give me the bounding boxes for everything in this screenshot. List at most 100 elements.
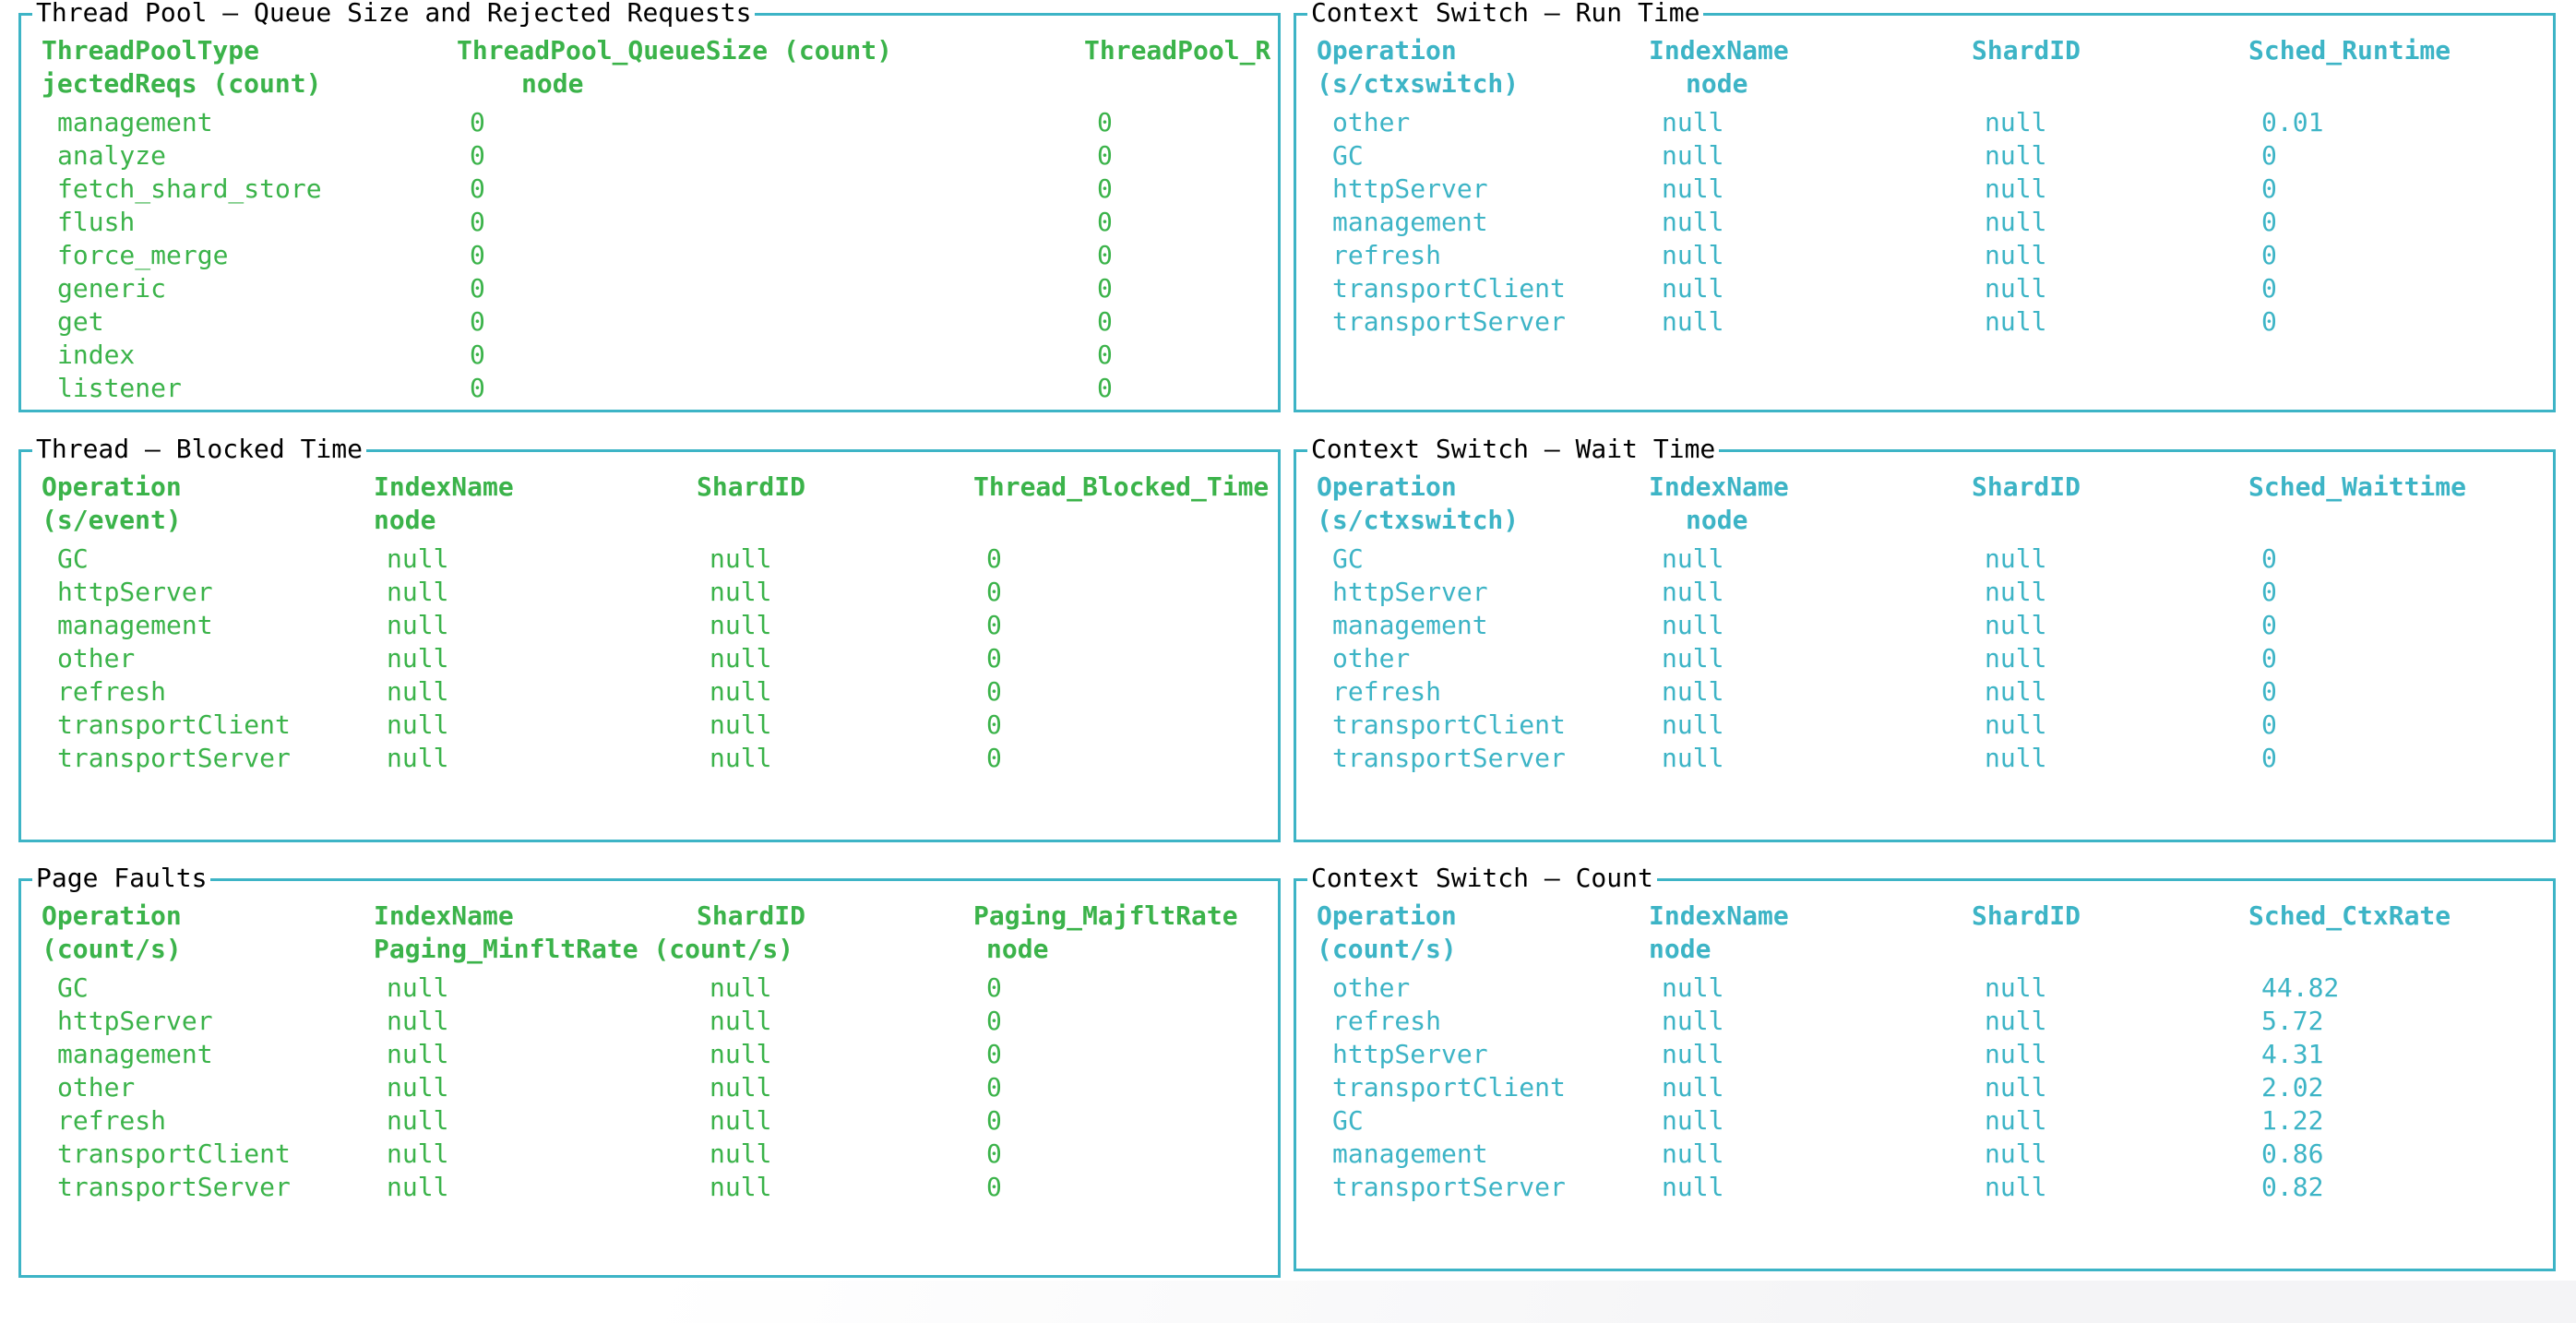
cell-operation: management xyxy=(1332,1138,1488,1169)
table-row: analyze 0 0 xyxy=(42,139,1270,173)
table-header-row: ThreadPoolType ThreadPool_QueueSize (cou… xyxy=(42,34,1270,67)
cell-shardid: null xyxy=(1985,140,2047,171)
cell-indexname: null xyxy=(387,743,449,773)
cell-operation: management xyxy=(1332,207,1488,237)
cell-majflt-rate: 0 xyxy=(986,1172,1002,1202)
cell-operation: other xyxy=(1332,643,1411,673)
cell-sched-waittime: 0 xyxy=(2261,743,2277,773)
col-header-rejectedreqs-1: ThreadPool_Re xyxy=(1084,35,1270,66)
col-header-operation-unit: (s/ctxswitch) xyxy=(1317,505,1520,535)
table-header-row: (s/event) node xyxy=(42,504,1270,537)
cell-shardid: null xyxy=(1985,577,2047,607)
cell-operation: transportServer xyxy=(57,1172,291,1202)
cell-rejected-reqs: 0 xyxy=(1097,340,1113,370)
cell-operation: httpServer xyxy=(1332,173,1488,204)
cell-threadpool-type: generic xyxy=(57,273,167,304)
cell-shardid: null xyxy=(710,1039,772,1069)
panel-thread-pool-queue: Thread Pool — Queue Size and Rejected Re… xyxy=(18,0,1281,412)
cell-indexname: null xyxy=(387,709,449,740)
cell-indexname: null xyxy=(1662,643,1724,673)
table-row: management null null 0 xyxy=(1317,609,2546,642)
col-header-shardid: ShardID xyxy=(697,471,806,502)
cell-majflt-rate: 0 xyxy=(986,1105,1002,1136)
col-header-sched-waittime: Sched_Waittime xyxy=(2248,471,2467,502)
cell-shardid: null xyxy=(710,577,772,607)
cell-operation: httpServer xyxy=(1332,1039,1488,1069)
cell-operation: transportClient xyxy=(1332,1072,1566,1102)
cell-threadpool-type: listener xyxy=(57,373,182,403)
bottom-margin xyxy=(0,1281,2576,1323)
table-row: GC null null 0 xyxy=(1317,139,2546,173)
cell-operation: other xyxy=(57,643,136,673)
cell-threadpool-type: flush xyxy=(57,207,136,237)
ctx-wait-time-table: Operation IndexName ShardID Sched_Waitti… xyxy=(1296,452,2553,775)
cell-shardid: null xyxy=(1985,1138,2047,1169)
cell-sched-ctxrate: 4.31 xyxy=(2261,1039,2324,1069)
table-body: other null null 44.82 refresh null null … xyxy=(1317,971,2546,1204)
col-header-rejectedreqs-2: jectedReqs (count) xyxy=(42,68,322,99)
col-header-operation: Operation xyxy=(42,471,182,502)
cell-indexname: null xyxy=(1662,676,1724,707)
cell-indexname: null xyxy=(1662,240,1724,270)
cell-indexname: null xyxy=(387,643,449,673)
cell-operation: management xyxy=(57,1039,213,1069)
table-row: transportClient null null 0 xyxy=(1317,272,2546,305)
cell-operation: httpServer xyxy=(1332,577,1488,607)
cell-shardid: null xyxy=(710,1105,772,1136)
cell-thread-blocked-time: 0 xyxy=(986,676,1002,707)
table-header-row: (count/s) node xyxy=(1317,933,2546,966)
cell-shardid: null xyxy=(1985,643,2047,673)
cell-operation: management xyxy=(57,610,213,640)
panel-title: Context Switch — Wait Time xyxy=(1307,433,1720,466)
col-header-node: node xyxy=(374,505,436,535)
table-row: force_merge 0 0 xyxy=(42,239,1270,272)
panel-title: Thread — Blocked Time xyxy=(32,433,367,466)
table-row: httpServer null null 0 xyxy=(42,576,1270,609)
cell-indexname: null xyxy=(1662,140,1724,171)
cell-rejected-reqs: 0 xyxy=(1097,373,1113,403)
table-row: transportServer null null 0 xyxy=(1317,305,2546,339)
cell-indexname: null xyxy=(1662,577,1724,607)
cell-indexname: null xyxy=(1662,543,1724,574)
col-header-node: node xyxy=(986,934,1049,964)
table-header-row: Operation IndexName ShardID Sched_CtxRat… xyxy=(1317,900,2546,933)
table-row: transportServer null null 0 xyxy=(1317,742,2546,775)
cell-shardid: null xyxy=(1985,107,2047,137)
cell-sched-ctxrate: 44.82 xyxy=(2261,972,2340,1003)
cell-shardid: null xyxy=(1985,709,2047,740)
cell-shardid: null xyxy=(1985,676,2047,707)
col-header-operation-unit: (count/s) xyxy=(1317,934,1457,964)
table-header-row: (count/s) Paging_MinfltRate (count/s) no… xyxy=(42,933,1270,966)
cell-indexname: null xyxy=(1662,1105,1724,1136)
col-header-empty xyxy=(1084,67,1270,101)
cell-sched-waittime: 0 xyxy=(2261,676,2277,707)
cell-indexname: null xyxy=(1662,273,1724,304)
cell-indexname: null xyxy=(387,543,449,574)
cell-shardid: null xyxy=(1985,1072,2047,1102)
cell-operation: transportServer xyxy=(1332,743,1566,773)
col-header-node: node xyxy=(521,68,584,99)
cell-sched-runtime: 0 xyxy=(2261,306,2277,337)
table-row: refresh null null 0 xyxy=(1317,675,2546,709)
thread-blocked-table: Operation IndexName ShardID Thread_Block… xyxy=(21,452,1278,775)
table-body: GC null null 0 httpServer null null 0 ma… xyxy=(42,542,1270,775)
table-row: other null null 44.82 xyxy=(1317,971,2546,1005)
table-row: flush 0 0 xyxy=(42,206,1270,239)
cell-shardid: null xyxy=(710,676,772,707)
panel-thread-blocked-time: Thread — Blocked Time Operation IndexNam… xyxy=(18,433,1281,842)
col-header-indexname: IndexName xyxy=(1649,900,1789,931)
table-row: other null null 0 xyxy=(42,1071,1270,1104)
cell-indexname: null xyxy=(387,610,449,640)
cell-sched-waittime: 0 xyxy=(2261,577,2277,607)
table-header-row: Operation IndexName ShardID Sched_Runtim… xyxy=(1317,34,2546,67)
cell-indexname: null xyxy=(1662,1172,1724,1202)
cell-threadpool-type: index xyxy=(57,340,136,370)
cell-indexname: null xyxy=(1662,1072,1724,1102)
col-header-operation: Operation xyxy=(42,900,182,931)
cell-indexname: null xyxy=(387,1039,449,1069)
col-header-shardid: ShardID xyxy=(1972,471,2081,502)
cell-operation: transportServer xyxy=(1332,306,1566,337)
table-row: refresh null null 0 xyxy=(42,675,1270,709)
cell-indexname: null xyxy=(387,972,449,1003)
cell-indexname: null xyxy=(1662,972,1724,1003)
